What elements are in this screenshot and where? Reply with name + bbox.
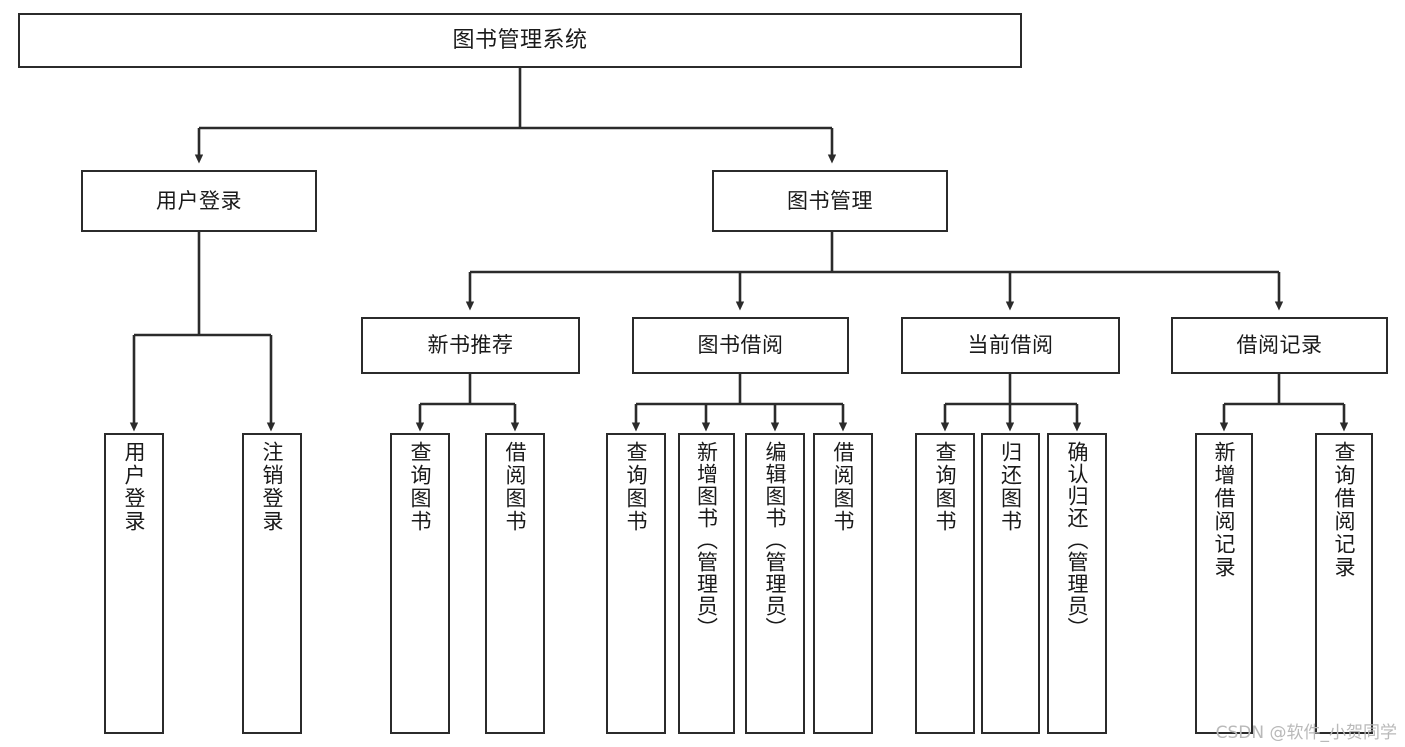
node-label: 用户登录: [122, 441, 147, 533]
node-borrowing-record[interactable]: 借阅记录: [1171, 317, 1388, 374]
csdn-watermark: CSDN @软件_小贺同学: [1215, 723, 1397, 743]
leaf-query-book-borrowing[interactable]: 查询图书: [606, 433, 666, 734]
node-book-management[interactable]: 图书管理: [712, 170, 948, 232]
node-label: 借阅记录: [1236, 333, 1323, 358]
node-label: 图书借阅: [697, 333, 784, 358]
leaf-return-book[interactable]: 归还图书: [981, 433, 1040, 734]
node-label: 新增图书（管理员）: [694, 441, 719, 639]
node-current-borrowing[interactable]: 当前借阅: [901, 317, 1120, 374]
node-label: 图书管理系统: [452, 27, 588, 53]
leaf-add-book-admin[interactable]: 新增图书（管理员）: [678, 433, 735, 734]
node-label: 注销登录: [260, 441, 285, 533]
node-label: 确认归还（管理员）: [1065, 441, 1090, 639]
node-label: 借阅图书: [831, 441, 856, 533]
node-label: 借阅图书: [503, 441, 528, 533]
node-label: 用户登录: [156, 188, 242, 213]
leaf-query-borrow-record[interactable]: 查询借阅记录: [1315, 433, 1373, 734]
node-label: 查询图书: [624, 441, 649, 533]
leaf-logout[interactable]: 注销登录: [242, 433, 302, 734]
node-label: 新书推荐: [427, 333, 514, 358]
node-label: 归还图书: [998, 441, 1023, 533]
leaf-query-book-recommendation[interactable]: 查询图书: [390, 433, 450, 734]
node-label: 编辑图书（管理员）: [763, 441, 788, 639]
leaf-edit-book-admin[interactable]: 编辑图书（管理员）: [745, 433, 805, 734]
node-new-book-recommendation[interactable]: 新书推荐: [361, 317, 580, 374]
leaf-query-book-current[interactable]: 查询图书: [915, 433, 975, 734]
node-label: 新增借阅记录: [1212, 441, 1237, 579]
leaf-confirm-return-admin[interactable]: 确认归还（管理员）: [1047, 433, 1107, 734]
node-user-login[interactable]: 用户登录: [81, 170, 317, 232]
node-label: 查询图书: [408, 441, 433, 533]
leaf-borrow-book-recommendation[interactable]: 借阅图书: [485, 433, 545, 734]
node-book-management-system[interactable]: 图书管理系统: [18, 13, 1022, 68]
leaf-user-login[interactable]: 用户登录: [104, 433, 164, 734]
leaf-add-borrow-record[interactable]: 新增借阅记录: [1195, 433, 1253, 734]
node-book-borrowing[interactable]: 图书借阅: [632, 317, 849, 374]
node-label: 当前借阅: [967, 333, 1054, 358]
node-label: 查询图书: [933, 441, 958, 533]
node-label: 查询借阅记录: [1332, 441, 1357, 579]
node-label: 图书管理: [787, 188, 873, 213]
leaf-borrow-book-borrowing[interactable]: 借阅图书: [813, 433, 873, 734]
